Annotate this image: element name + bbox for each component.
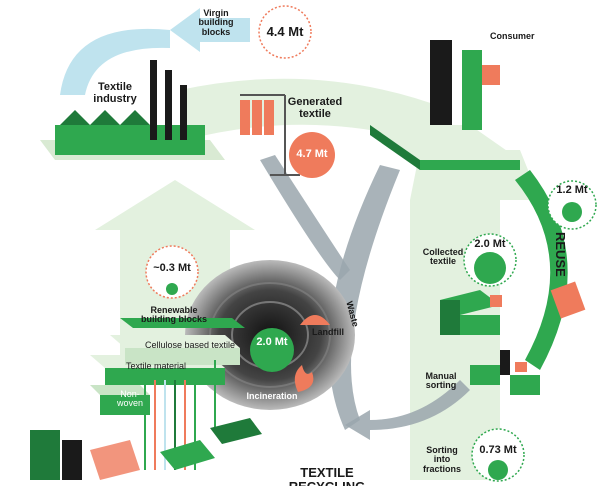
worker-figure [62, 440, 82, 480]
fractions-value: 0.73 Mt [479, 444, 517, 456]
material-step-label: Textile material [125, 361, 187, 371]
fabric-pieces-icon [90, 440, 140, 480]
cellulose-step-label: Cellulose based textile [144, 340, 236, 350]
fire-icon [294, 365, 314, 392]
clothes-rack-illustration [240, 94, 300, 176]
generated-value: 4.7 Mt [296, 148, 328, 160]
shirt-icon [482, 65, 500, 85]
virgin-value: 4.4 Mt [266, 24, 304, 39]
incineration-label: Incineration [246, 391, 298, 401]
incineration-value-circle [250, 328, 294, 372]
incineration-return-arrow [345, 380, 470, 440]
virgin-flow-arrow [170, 8, 250, 52]
green-mesh-tile-1 [160, 440, 215, 470]
fractions-inner-circle [488, 460, 508, 480]
collected-inner-circle [474, 252, 506, 284]
virgin-flow-curve [60, 28, 170, 95]
reuse-inner-circle [562, 202, 582, 222]
nonwoven-step-label: Non-woven [116, 389, 143, 409]
reuse-value: 1.2 Mt [556, 184, 588, 196]
consumer-figure-woman [462, 50, 482, 130]
green-mesh-tile-2 [210, 418, 262, 444]
textile-recycling-title: TEXTILE RECYCLING [289, 465, 366, 486]
renewable-inner-circle [166, 283, 178, 295]
generated-value-circle [289, 132, 335, 178]
renewable-value: ~0.3 Mt [153, 262, 191, 274]
virgin-value-circle [258, 5, 312, 59]
shredder-icon [30, 430, 60, 480]
industry-to-consumer-flow [180, 78, 450, 150]
return-flow-arrow [260, 155, 350, 280]
consumer-figure-man [430, 40, 452, 125]
fractions-value-circle [471, 428, 525, 482]
reuse-label: REUSE [553, 232, 568, 277]
collection-container [440, 290, 502, 335]
collected-value: 2.0 Mt [474, 238, 506, 250]
consumer-platform [370, 40, 520, 170]
incineration-value: 2.0 Mt [256, 336, 288, 348]
manual-sorting-illustration [470, 350, 540, 395]
consumer-label: Consumer [490, 31, 535, 41]
textile-factory-illustration [40, 60, 225, 160]
landfill-mound-icon [300, 315, 330, 325]
renewable-value-circle [145, 245, 199, 299]
landfill-label: Landfill [312, 327, 344, 337]
reuse-shirt-icon [550, 281, 586, 319]
